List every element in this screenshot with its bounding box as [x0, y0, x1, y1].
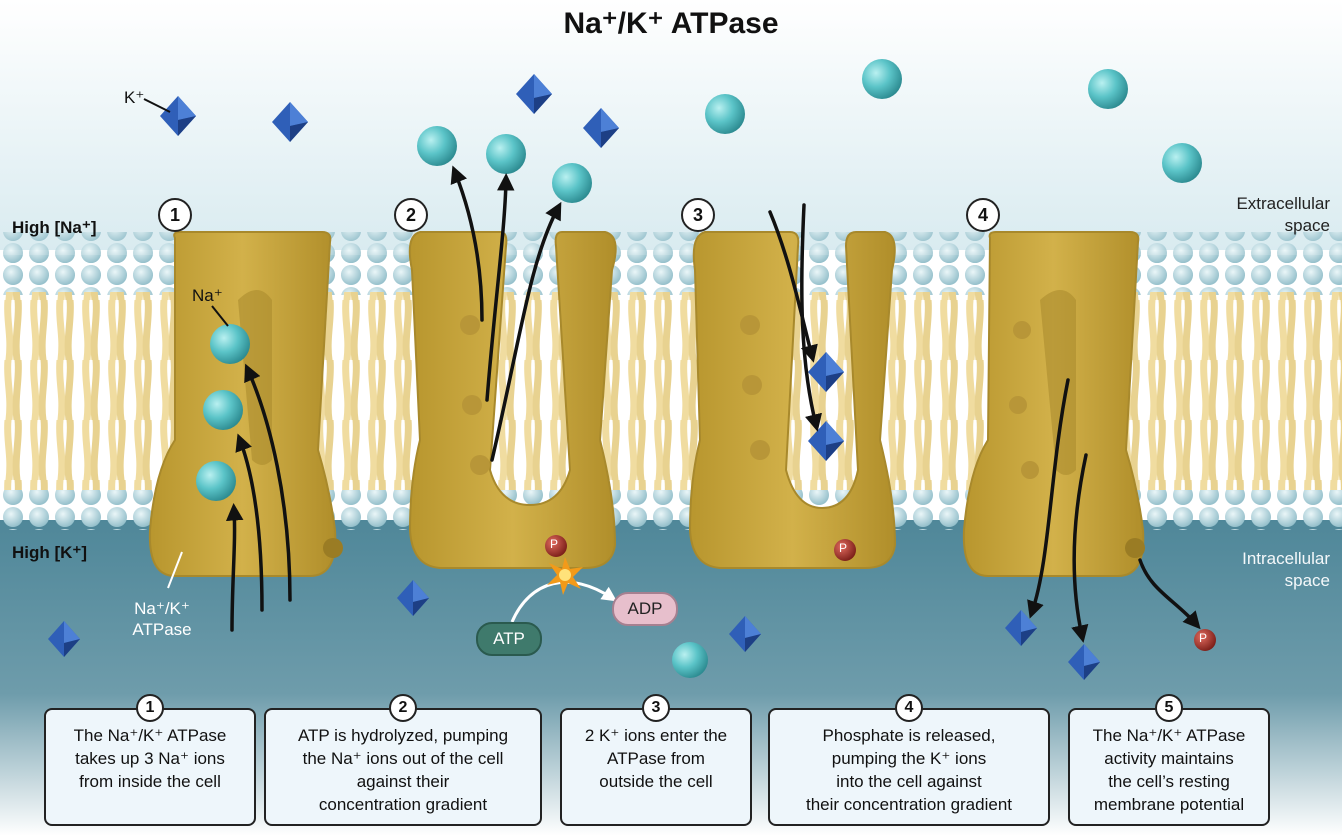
potassium-ion — [272, 102, 308, 142]
extracellular-label: Extracellular space — [1236, 194, 1330, 235]
caption-number-3: 3 — [642, 694, 670, 722]
potassium-ion — [1005, 610, 1037, 646]
caption-number-2: 2 — [389, 694, 417, 722]
phosphate-label: P — [839, 541, 848, 555]
sodium-ion — [705, 94, 745, 134]
na-ion-label: Na⁺ — [192, 286, 223, 305]
phosphate-groups — [545, 535, 1216, 651]
caption-number-4: 4 — [895, 694, 923, 722]
pump-pointer-line — [167, 551, 183, 589]
potassium-ion — [583, 108, 619, 148]
potassium-ion — [1068, 644, 1100, 680]
intracellular-label: Intracellular space — [1242, 549, 1330, 590]
potassium-ions — [48, 74, 1100, 680]
potassium-ion — [729, 616, 761, 652]
k-ion-label: K⁺ — [124, 88, 145, 107]
pump-label: Na⁺/K⁺ ATPase — [132, 599, 192, 639]
phosphate-label: P — [1199, 631, 1208, 645]
step-number-2: 2 — [394, 198, 428, 232]
page-title: Na⁺/K⁺ ATPase — [563, 7, 779, 40]
phosphate — [1194, 629, 1216, 651]
hydrolysis-arrow — [510, 580, 617, 623]
k-pointer-line — [143, 98, 171, 113]
caption-number-5: 5 — [1155, 694, 1183, 722]
potassium-ion — [48, 621, 80, 657]
potassium-ion — [516, 74, 552, 114]
step-number-3: 3 — [681, 198, 715, 232]
caption-number-1: 1 — [136, 694, 164, 722]
high-potassium-label: High [K⁺] — [12, 543, 88, 562]
potassium-ion — [397, 580, 429, 616]
sodium-ions — [196, 59, 1202, 678]
caption-box-4: Phosphate is released,pumping the K⁺ ion… — [768, 708, 1050, 826]
sodium-ion — [203, 390, 243, 430]
step-number-1: 1 — [158, 198, 192, 232]
phosphate — [834, 539, 856, 561]
pump-state-4 — [962, 231, 1145, 577]
pump-state-3 — [688, 231, 897, 569]
sodium-ion — [1088, 69, 1128, 109]
transport-arrows — [225, 165, 1201, 643]
sodium-ion — [1162, 143, 1202, 183]
atp-pill: ATP — [476, 622, 542, 656]
potassium-ion — [160, 96, 196, 136]
sodium-ion — [196, 461, 236, 501]
sodium-ion — [552, 163, 592, 203]
phosphate-label: P — [550, 537, 559, 551]
sodium-ion — [862, 59, 902, 99]
sodium-ion — [486, 134, 526, 174]
high-sodium-label: High [Na⁺] — [12, 218, 97, 237]
sodium-ion — [210, 324, 250, 364]
sodium-ion — [672, 642, 708, 678]
phosphate — [545, 535, 567, 557]
na-pointer-line — [211, 305, 229, 327]
pump-state-2 — [408, 231, 617, 569]
pump-state-1 — [148, 231, 343, 577]
sodium-ion — [417, 126, 457, 166]
burst-icon — [547, 557, 583, 595]
step-number-4: 4 — [966, 198, 1000, 232]
adp-pill: ADP — [612, 592, 678, 626]
